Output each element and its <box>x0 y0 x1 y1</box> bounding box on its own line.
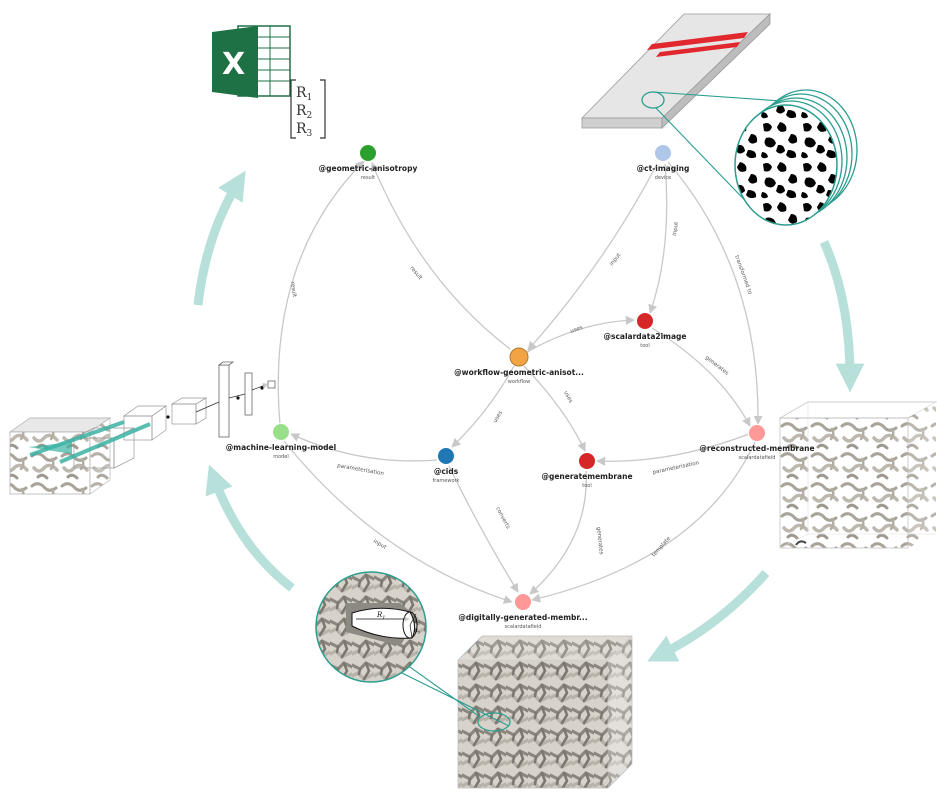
node-scalardata2image[interactable]: @scalardata2image tool <box>604 312 687 350</box>
edge-label-ct-to-recon: transformed to <box>733 255 753 296</box>
edge-label-wf-to-gen: uses <box>562 390 573 404</box>
node-label: @scalardata2image <box>604 332 687 341</box>
node-cids[interactable]: @cids framework <box>433 447 460 485</box>
edge-label-gen-to-dg: generates <box>595 527 604 555</box>
edge-label-wf-to-s2i: uses <box>570 325 584 335</box>
node-digitally-generated-membrane[interactable]: @digitally-generated-membr... scalardata… <box>458 593 588 631</box>
node-geometric-anisotropy[interactable]: @geometric-anisotropy result <box>319 144 418 182</box>
node-circle[interactable] <box>514 593 532 611</box>
edge-label-wf-to-cids: uses <box>493 410 505 424</box>
edge-label-wf-to-geo: result <box>408 265 423 281</box>
pore-zoom-inset: R1 R2 R3 <box>315 571 427 683</box>
edge-recon-to-dg <box>531 441 756 603</box>
node-type: tool <box>640 343 649 349</box>
node-type: scalardatafield <box>739 455 776 461</box>
edge-ct-to-s2i <box>648 163 668 314</box>
node-label: @geometric-anisotropy <box>319 164 418 173</box>
node-circle[interactable] <box>578 452 596 470</box>
edge-ml-to-dg <box>283 440 513 604</box>
reconstructed-membrane-cube <box>778 401 937 549</box>
node-type: device <box>655 175 671 181</box>
node-circle[interactable] <box>748 424 766 442</box>
digitally-generated-cube <box>329 609 633 789</box>
edge-label-cids-to-dg: converts <box>494 506 511 530</box>
edge-label-cids-to-ml: parameterisation <box>337 463 385 477</box>
ct-slice-stack <box>734 89 858 226</box>
cycle-arrow-bottom-right <box>647 570 770 662</box>
node-label: @machine-learning-model <box>226 443 336 452</box>
node-circle[interactable] <box>509 347 529 367</box>
matrix-r2: R2 <box>296 103 312 121</box>
edge-label-ct-to-wf: input <box>609 252 623 268</box>
edge-cids-to-dg <box>448 465 519 593</box>
edge-wf-to-geo <box>370 162 511 350</box>
edge-ml-to-geo <box>277 160 365 425</box>
node-label: @workflow-geometric-anisot... <box>454 368 584 377</box>
node-label: @ct-imaging <box>637 164 690 173</box>
graph-nodes: @geometric-anisotropy result @ct-imaging… <box>226 144 815 631</box>
node-circle[interactable] <box>636 312 654 330</box>
edge-labels: result result input input transformed to… <box>289 221 753 559</box>
ct-sample-slide <box>581 13 811 217</box>
node-circle[interactable] <box>437 447 455 465</box>
edge-label-ml-to-dg: input <box>372 539 388 552</box>
edge-ct-to-recon <box>667 161 763 425</box>
node-machine-learning-model[interactable]: @machine-learning-model model <box>226 423 336 461</box>
node-ct-imaging[interactable]: @ct-imaging device <box>637 144 690 182</box>
edge-ct-to-wf <box>527 163 658 351</box>
node-type: workflow <box>508 379 530 385</box>
edge-wf-to-s2i <box>526 315 635 353</box>
edge-s2i-to-recon <box>651 327 751 427</box>
node-type: result <box>361 175 375 181</box>
cycle-arrow-right <box>819 240 865 393</box>
edge-gen-to-dg <box>529 470 587 595</box>
node-circle[interactable] <box>359 144 377 162</box>
matrix-r3: R3 <box>296 121 313 139</box>
node-label: @digitally-generated-membr... <box>458 613 587 622</box>
node-generatemembrane[interactable]: @generatemembrane tool <box>541 452 633 490</box>
zoom-r3: R3 <box>413 628 421 635</box>
node-circle[interactable] <box>272 423 290 441</box>
node-type: model <box>273 454 289 460</box>
edge-wf-to-cids <box>451 365 515 448</box>
zoom-r2: R2 <box>413 619 421 626</box>
results-matrix: R1 R2 R3 <box>290 79 326 139</box>
edge-label-s2i-to-recon: generates <box>704 355 730 377</box>
edge-label-ct-to-s2i: input <box>672 221 680 237</box>
svg-text:X: X <box>222 47 245 82</box>
cycle-arrows <box>193 170 865 662</box>
node-label: @cids <box>434 467 459 476</box>
node-circle[interactable] <box>654 144 672 162</box>
excel-icon: X <box>212 25 291 98</box>
cycle-arrow-left <box>205 464 295 592</box>
edge-cids-to-ml <box>290 433 438 462</box>
edge-label-recon-to-gen: parameterisation <box>652 460 700 476</box>
node-type: scalardatafield <box>505 624 542 630</box>
edge-wf-to-gen <box>523 365 586 452</box>
edge-label-recon-to-dg: template <box>651 535 672 558</box>
node-workflow[interactable]: @workflow-geometric-anisot... workflow <box>454 347 584 385</box>
graph-edges <box>277 160 763 604</box>
cycle-arrow-top-left <box>193 170 246 306</box>
node-label: @generatemembrane <box>541 472 632 481</box>
node-label: @reconstructed-membrane <box>699 444 814 453</box>
edge-label-ml-to-geo: result <box>289 281 297 298</box>
matrix-r1: R1 <box>296 85 312 103</box>
zoom-r1: R1 <box>376 611 385 621</box>
edge-recon-to-gen <box>596 433 750 466</box>
node-type: tool <box>582 483 591 489</box>
neural-network-illustration <box>8 361 276 495</box>
node-type: framework <box>433 478 460 484</box>
node-reconstructed-membrane[interactable]: @reconstructed-membrane scalardatafield <box>699 424 815 462</box>
